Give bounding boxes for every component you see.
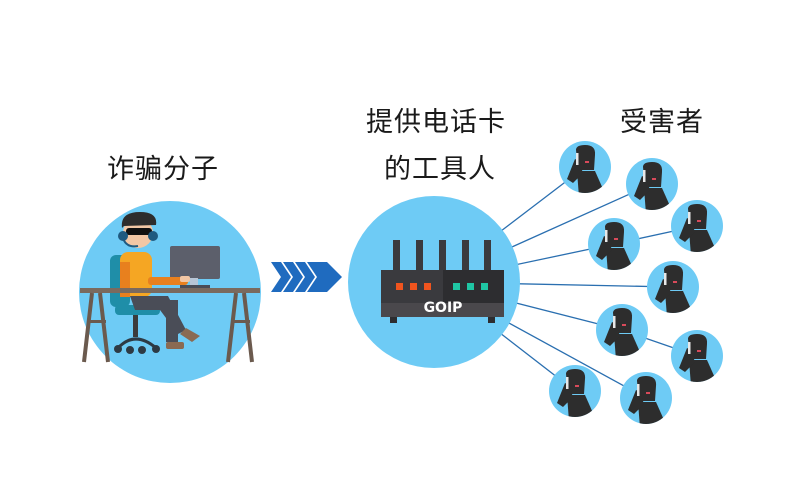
victim-avatar — [671, 330, 723, 382]
victim-avatar — [620, 372, 672, 424]
flow-arrow-icon — [271, 262, 342, 292]
led-lights-teal — [453, 283, 488, 290]
victim-avatar — [671, 200, 723, 252]
router-antennas — [393, 240, 491, 270]
victim-avatar — [647, 261, 699, 313]
desk-icon — [80, 288, 260, 293]
device-name: GOIP — [424, 300, 463, 316]
victim-avatar — [588, 218, 640, 270]
fraudster-illustration — [79, 201, 261, 383]
led-lights-orange — [396, 283, 431, 290]
monitor-icon — [170, 246, 220, 279]
tool-provider-label-line2: 的工具人 — [384, 154, 496, 185]
person-phone-icon — [604, 308, 640, 356]
fraudster-label: 诈骗分子 — [107, 154, 219, 185]
victim-avatar — [596, 304, 648, 356]
victim-avatar — [626, 158, 678, 210]
victim-avatar — [549, 365, 601, 417]
victim-avatar — [559, 141, 611, 193]
headset-icon — [118, 231, 128, 241]
tool-provider-label-line1: 提供电话卡 — [366, 107, 506, 138]
victims-label: 受害者 — [620, 107, 704, 138]
goip-illustration: GOIP — [348, 196, 520, 368]
person-phone-icon — [557, 369, 593, 417]
sunglasses-icon — [126, 228, 152, 235]
